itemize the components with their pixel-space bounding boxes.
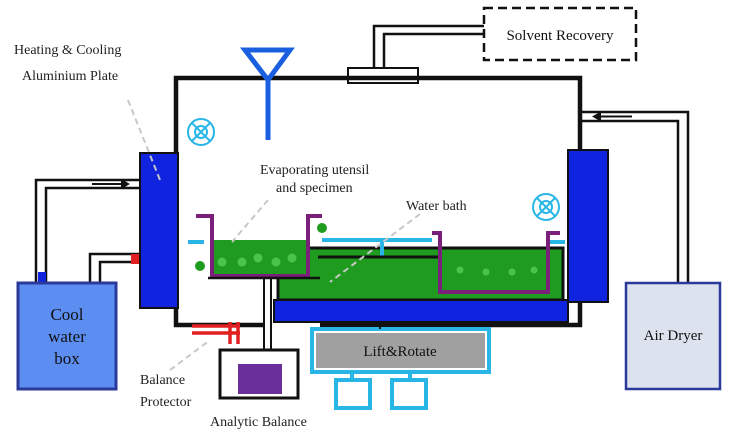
balance-weight	[238, 364, 282, 394]
solvent-recovery-box	[482, 6, 638, 62]
specimen-bubbles	[195, 223, 538, 276]
balance-protector	[192, 322, 240, 344]
lift-rotate-unit	[316, 333, 485, 368]
label-heating-cooling: Heating & Cooling	[14, 43, 121, 58]
fan-icon	[532, 193, 560, 221]
lift-rotate-outer	[310, 327, 491, 374]
right-evaporating-utensil	[432, 231, 560, 294]
cool-water-return-pipe	[88, 252, 140, 283]
label-cool: Cool	[50, 305, 83, 324]
lift-rotate-legs	[334, 372, 428, 410]
flow-arrow-in	[92, 179, 130, 189]
lift-platform	[273, 299, 569, 323]
funnel-icon	[239, 47, 295, 140]
label-solvent-recovery: Solvent Recovery	[506, 28, 614, 44]
label-and-specimen: and specimen	[276, 181, 353, 196]
label-balance: Balance	[140, 373, 185, 388]
cool-water-supply-pipe	[34, 178, 140, 283]
label-lift-rotate: Lift&Rotate	[363, 344, 437, 360]
left-heating-cooling-plate	[139, 152, 179, 309]
fan-icon	[187, 118, 215, 146]
label-water: water	[48, 327, 86, 346]
air-dryer-box	[624, 281, 722, 391]
red-valve	[131, 254, 139, 264]
label-protector: Protector	[140, 395, 192, 410]
label-analytic-balance: Analytic Balance	[210, 415, 307, 430]
left-evaporating-utensil	[196, 214, 322, 278]
solvent-recovery-duct	[372, 24, 484, 70]
cool-water-box	[16, 281, 118, 391]
right-heating-cooling-plate	[567, 149, 609, 303]
right-utensil-liquid	[446, 260, 544, 290]
flow-arrow-air	[592, 111, 632, 122]
label-water-bath: Water bath	[406, 199, 467, 214]
leader-lines	[127, 99, 421, 371]
duct-connector	[347, 67, 419, 84]
label-evaporating-utensil: Evaporating utensil	[260, 163, 369, 178]
blue-valve	[38, 272, 46, 282]
label-box: box	[54, 349, 80, 368]
label-aluminium-plate: Aluminium Plate	[22, 69, 118, 84]
rotating-stage	[322, 238, 432, 258]
air-dryer-pipe	[582, 110, 690, 283]
label-air-dryer: Air Dryer	[644, 328, 703, 344]
